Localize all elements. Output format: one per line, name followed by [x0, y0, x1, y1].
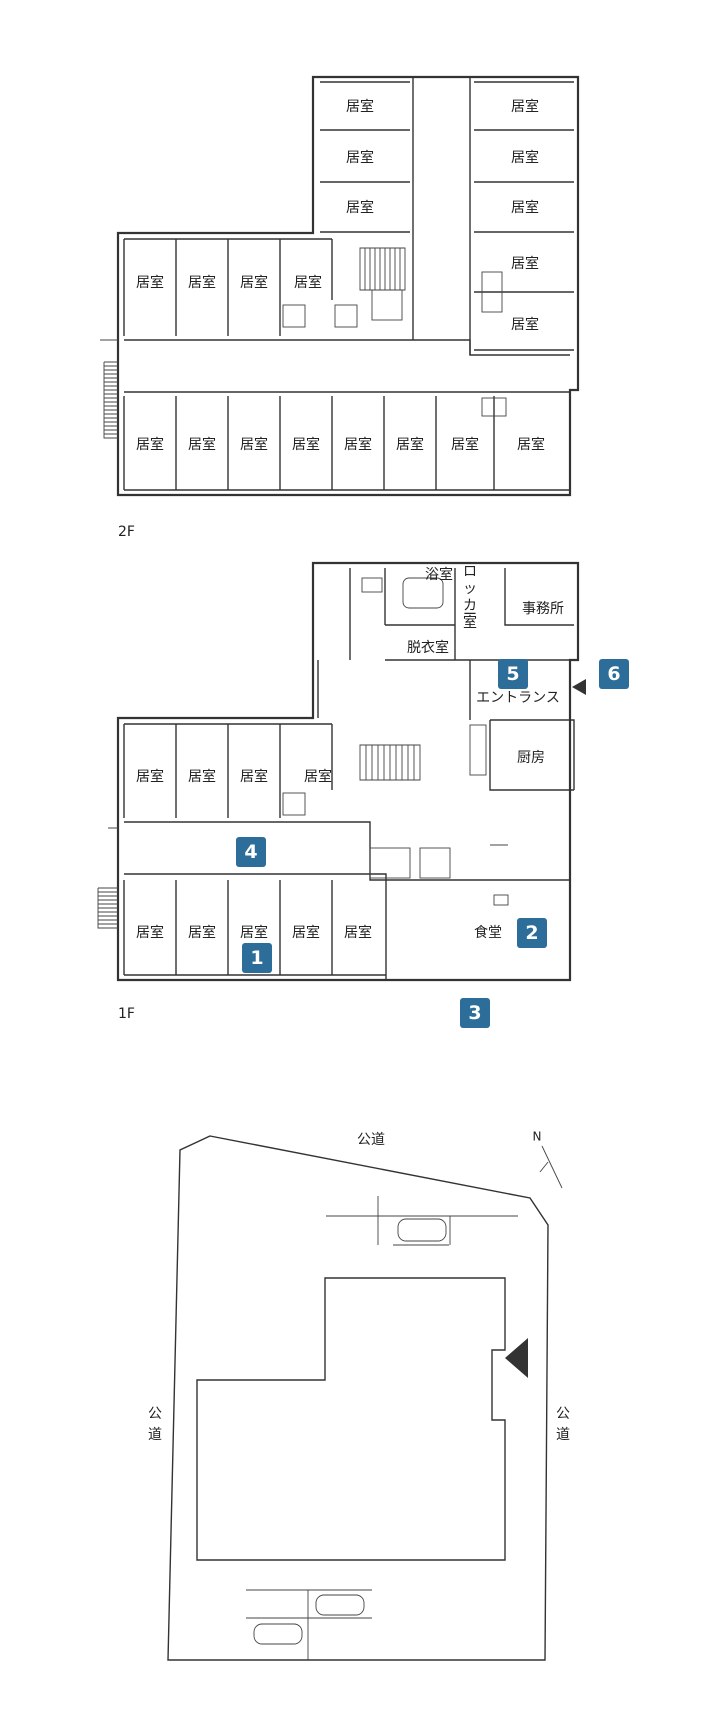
room-label: 居室 — [346, 149, 374, 166]
room-label: 居室 — [188, 274, 216, 291]
locker-label: ロ — [463, 564, 477, 580]
car-icon — [315, 1594, 365, 1616]
room-label: 居室 — [304, 768, 332, 785]
room-label: 居室 — [344, 924, 372, 941]
floor-2-plan: 居室 居室 居室 居室 居室 居室 居室 居室 居室 居室 居室 居室 居室 居… — [100, 75, 580, 540]
north-label: N — [533, 1130, 542, 1144]
floor-label-2f: 2F — [118, 524, 135, 540]
road-label-top: 公道 — [357, 1132, 385, 1148]
svg-text:3: 3 — [468, 1002, 481, 1024]
kitchen-label: 厨房 — [517, 750, 545, 766]
floor-1-plan: 居室 居室 居室 居室 居室 居室 居室 居室 居室 浴室 ロ ッ カ ー 室 … — [97, 561, 586, 1022]
dressing-label: 脱衣室 — [407, 639, 449, 656]
svg-text:2: 2 — [525, 922, 538, 944]
room-label: 居室 — [344, 436, 372, 453]
room-label: 居室 — [188, 924, 216, 941]
car-icon — [397, 1218, 447, 1242]
road-label-right: 公 — [556, 1406, 570, 1422]
room-label: 居室 — [136, 436, 164, 453]
room-label: 居室 — [240, 768, 268, 785]
room-label: 居室 — [136, 274, 164, 291]
svg-text:4: 4 — [244, 841, 257, 863]
locker-label: カ — [463, 598, 477, 614]
road-label-right: 道 — [556, 1427, 570, 1443]
room-label: 居室 — [511, 98, 539, 115]
marker-3: 3 — [460, 998, 490, 1028]
svg-text:5: 5 — [506, 663, 519, 685]
bath-label: 浴室 — [425, 566, 453, 583]
marker-1: 1 — [242, 943, 272, 973]
office-label: 事務所 — [522, 601, 564, 617]
room-label: 居室 — [517, 436, 545, 453]
room-label: 居室 — [240, 274, 268, 291]
marker-2: 2 — [517, 918, 547, 948]
svg-text:1: 1 — [250, 947, 263, 969]
marker-5: 5 — [498, 659, 528, 689]
room-label: 居室 — [136, 924, 164, 941]
room-label: 居室 — [511, 255, 539, 272]
dining-label: 食堂 — [474, 924, 502, 941]
room-label: 居室 — [346, 98, 374, 115]
marker-6: 6 — [599, 659, 629, 689]
svg-text:6: 6 — [607, 663, 620, 685]
locker-label: ー — [463, 607, 477, 623]
locker-label: 室 — [463, 614, 477, 631]
room-label: 居室 — [511, 316, 539, 333]
car-icon — [253, 1623, 303, 1645]
room-label: 居室 — [396, 436, 424, 453]
room-label: 居室 — [294, 274, 322, 291]
marker-4: 4 — [236, 837, 266, 867]
room-label: 居室 — [511, 199, 539, 216]
road-label-left: 公 — [148, 1406, 162, 1422]
room-label: 居室 — [188, 436, 216, 453]
floor-label-1f: 1F — [118, 1006, 135, 1022]
locker-label: ッ — [463, 581, 477, 597]
site-plan: N 公道 公 道 公 道 — [148, 1130, 570, 1661]
north-arrow-icon: N — [533, 1130, 563, 1189]
entrance-label: エントランス — [476, 690, 560, 706]
room-label: 居室 — [292, 924, 320, 941]
room-label: 居室 — [188, 768, 216, 785]
room-label: 居室 — [240, 924, 268, 941]
road-label-left: 道 — [148, 1427, 162, 1443]
room-label: 居室 — [136, 768, 164, 785]
room-label: 居室 — [451, 436, 479, 453]
room-label: 居室 — [511, 149, 539, 166]
room-label: 居室 — [346, 199, 374, 216]
room-label: 居室 — [240, 436, 268, 453]
room-label: 居室 — [292, 436, 320, 453]
